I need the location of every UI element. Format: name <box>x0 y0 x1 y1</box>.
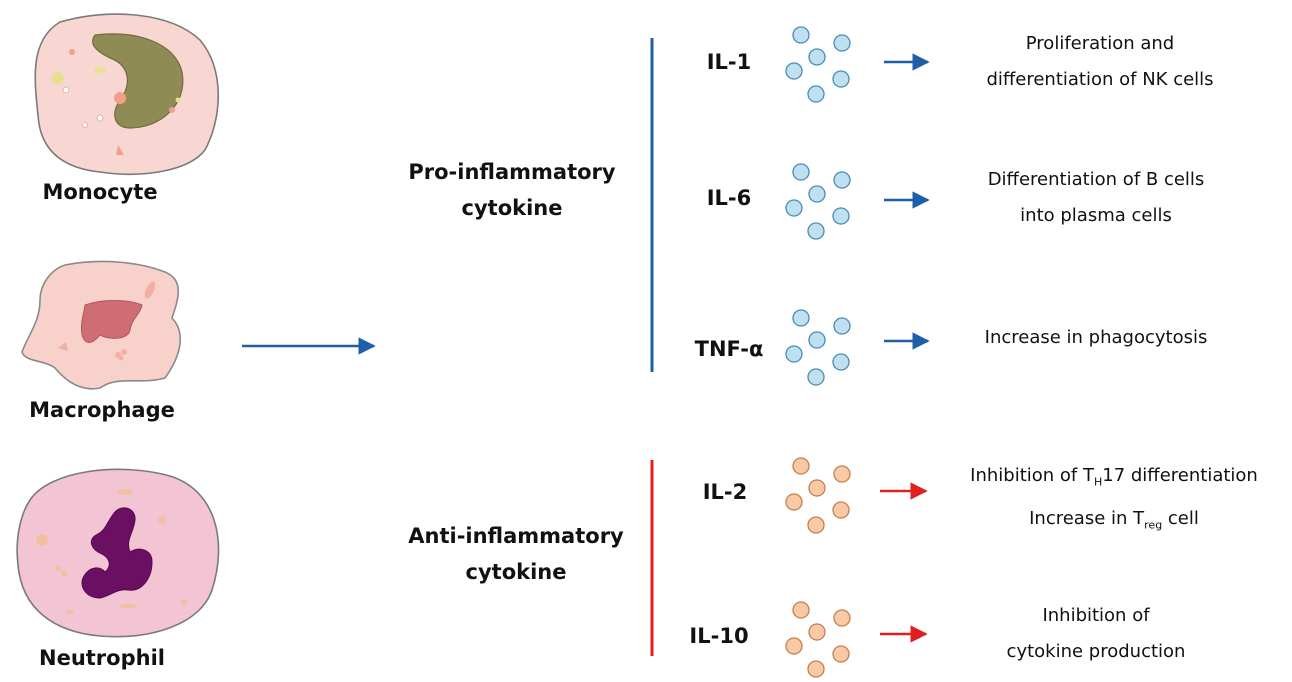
cytokine-dot <box>792 457 810 475</box>
neutrophil-label: Neutrophil <box>39 646 165 670</box>
cytokine-dot <box>808 479 826 497</box>
effect-tnf-line1: Increase in phagocytosis <box>984 327 1208 348</box>
cytokine-dot <box>808 48 826 66</box>
effect-il1: Proliferation and differentiation of NK … <box>920 26 1280 98</box>
cytokine-dot <box>832 70 850 88</box>
effect-il2: Inhibition of TH17 differentiation Incre… <box>934 458 1292 543</box>
effect-il10-line2: cytokine production <box>1006 641 1186 662</box>
cytokine-dot <box>807 85 825 103</box>
cytokine-dot <box>807 660 825 678</box>
cytokine-dot <box>807 368 825 386</box>
il2-dots-icon <box>785 457 851 534</box>
tnf-dots-icon <box>785 309 851 386</box>
effect-il6-line1: Differentiation of B cells <box>987 169 1205 190</box>
effect-tnf: Increase in phagocytosis <box>916 320 1276 356</box>
cytokine-dot <box>785 199 803 217</box>
monocyte-cell-icon <box>34 13 220 175</box>
monocyte-label: Monocyte <box>42 180 158 204</box>
cytokine-dot <box>833 465 851 483</box>
pro-label-line1: Pro-inflammatory <box>408 160 616 184</box>
cytokine-dot <box>808 185 826 203</box>
anti-label-line1: Anti-inflammatory <box>408 524 624 548</box>
cytokine-dot <box>792 309 810 327</box>
cytokine-dot <box>832 501 850 519</box>
cytokine-dot <box>832 207 850 225</box>
macrophage-cell-icon <box>21 260 181 390</box>
cytokine-dot <box>833 317 851 335</box>
cytokine-dot <box>792 601 810 619</box>
effect-il1-line2: differentiation of NK cells <box>986 69 1214 90</box>
pro-label-line2: cytokine <box>461 196 563 220</box>
cytokine-dot <box>807 222 825 240</box>
effect-il1-line1: Proliferation and <box>1025 33 1175 54</box>
cytokine-tnf: TNF-α <box>694 337 764 361</box>
macrophage-label: Macrophage <box>29 398 175 422</box>
cytokine-dot <box>808 623 826 641</box>
il1-dots-icon <box>785 26 851 103</box>
cytokine-dot <box>792 163 810 181</box>
cytokine-dot <box>785 345 803 363</box>
cytokine-il2: IL-2 <box>702 480 748 504</box>
effect-il6: Differentiation of B cells into plasma c… <box>916 162 1276 234</box>
effect-il10-line1: Inhibition of <box>1042 605 1150 626</box>
pro-inflammatory-label: Pro-inflammatory cytokine <box>382 154 642 226</box>
il10-dots-icon <box>785 601 851 678</box>
cytokine-dot <box>833 171 851 189</box>
cytokine-dot <box>785 62 803 80</box>
cytokine-dot <box>808 331 826 349</box>
anti-label-line2: cytokine <box>465 560 567 584</box>
effect-il10: Inhibition of cytokine production <box>916 598 1276 670</box>
effect-il2-line2: Increase in Treg cell <box>1029 507 1199 532</box>
effect-il2-line1: Inhibition of TH17 differentiation <box>970 465 1258 489</box>
cytokine-il1: IL-1 <box>706 50 752 74</box>
cytokine-dot <box>785 493 803 511</box>
cytokine-dot <box>785 637 803 655</box>
cytokine-dot <box>807 516 825 534</box>
cytokine-dot <box>792 26 810 44</box>
cytokine-dot <box>832 353 850 371</box>
cytokine-dot <box>833 34 851 52</box>
cytokine-il6: IL-6 <box>706 186 752 210</box>
cytokine-dot <box>832 645 850 663</box>
il6-dots-icon <box>785 163 851 240</box>
effect-il6-line2: into plasma cells <box>1020 205 1172 226</box>
anti-inflammatory-label: Anti-inflammatory cytokine <box>386 518 646 590</box>
neutrophil-cell-icon <box>16 468 220 638</box>
cytokine-dot <box>833 609 851 627</box>
cytokine-il10: IL-10 <box>689 624 749 648</box>
